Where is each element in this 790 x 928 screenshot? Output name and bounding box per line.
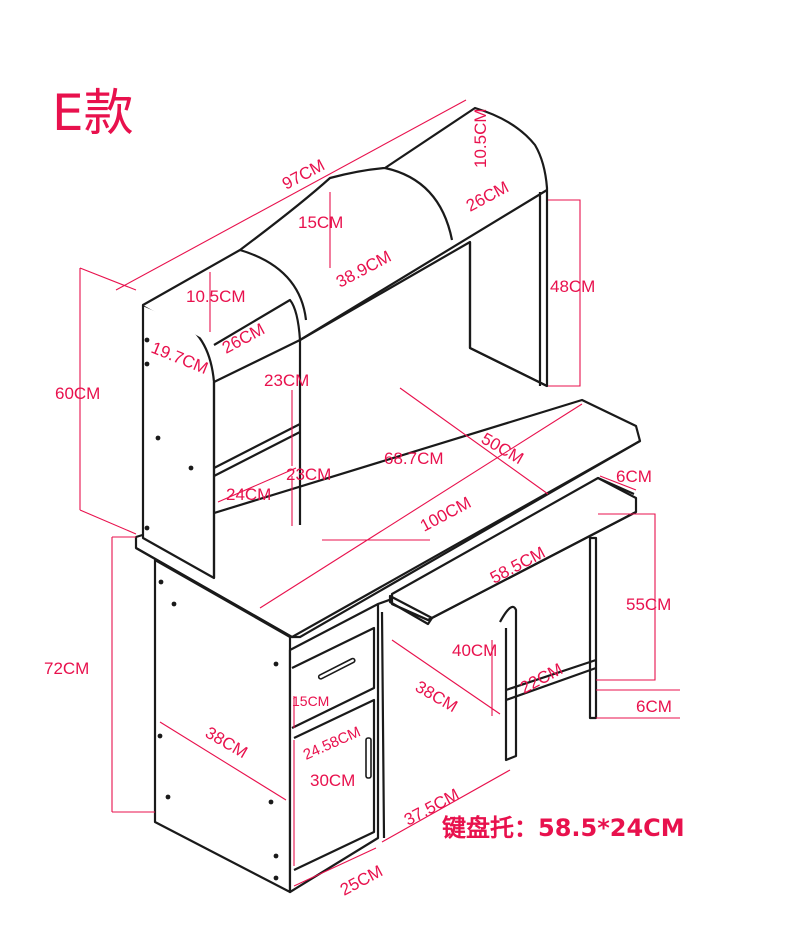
dimension-lines <box>79 99 680 887</box>
tray-rail-right <box>597 476 635 496</box>
right-leg <box>588 536 598 720</box>
keyboard-tray-caption: 键盘托：58.5*24CM <box>442 814 685 842</box>
drawer-front <box>291 626 376 729</box>
dim-hutch-total-h: 60CM <box>55 384 100 403</box>
dim-hutch-left-h: 10.5CM <box>186 287 246 306</box>
dim-left-shelf-h-lower: 23CM <box>286 465 331 484</box>
dim-hutch-right-h: 48CM <box>550 277 595 296</box>
dim-left-shelf-w: 24CM <box>226 485 271 504</box>
dim-knee-height: 40CM <box>452 641 497 660</box>
door-front <box>293 698 376 871</box>
dim-desk-height: 72CM <box>44 659 89 678</box>
dim-left-shelf-h-upper: 23CM <box>264 371 309 390</box>
dim-door-h: 30CM <box>310 771 355 790</box>
dim-open-width: 68.7CM <box>384 449 444 468</box>
door-handle <box>365 737 372 779</box>
hutch-right-back <box>468 242 548 387</box>
right-panel <box>499 605 518 762</box>
dim-shelf-22: 22CM <box>517 659 566 697</box>
dim-drawer-h: 15CM <box>292 693 329 709</box>
dim-tray-rail: 6CM <box>616 467 652 486</box>
dim-hutch-mid-open: 15CM <box>298 213 343 232</box>
dim-tray-to-floor: 55CM <box>626 595 671 614</box>
panel-holes <box>144 337 279 881</box>
hutch-dividers <box>239 166 548 341</box>
drawer-handle <box>317 657 356 680</box>
dim-cabinet-w: 25CM <box>337 861 386 899</box>
tray-rail-left <box>388 594 434 626</box>
dim-knee-depth: 38CM <box>412 677 461 716</box>
dim-hutch-height-side: 10.5CM <box>471 108 490 168</box>
right-low-shelf <box>505 658 597 702</box>
model-title: E款 <box>52 84 134 142</box>
left-cabinet-front <box>288 602 380 894</box>
dim-base-6: 6CM <box>636 697 672 716</box>
